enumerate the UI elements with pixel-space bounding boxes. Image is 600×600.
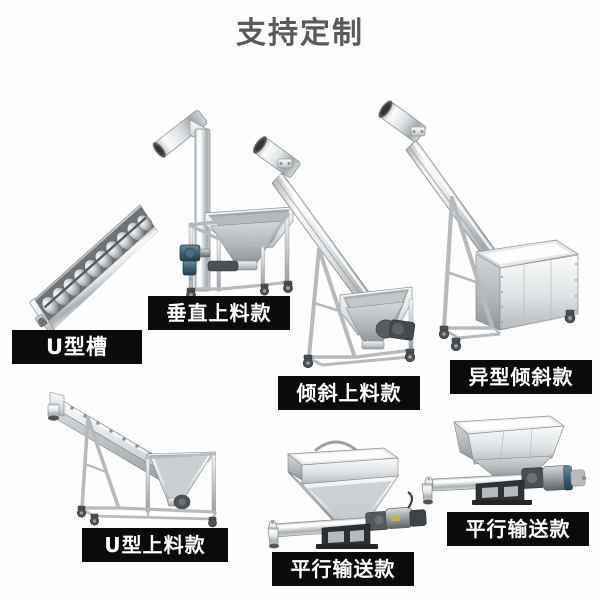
- product-image-inclined-feeder: [252, 135, 422, 375]
- product-label-inclined-feeder: 倾斜上料款: [278, 376, 420, 410]
- product-label-text: 垂直上料款: [166, 301, 272, 325]
- product-image-special-inclined: [378, 100, 588, 357]
- product-image-parallel-conveyor-box: [412, 404, 597, 516]
- product-label-text: 平行输送款: [290, 557, 396, 581]
- product-label-text: 异型倾斜款: [468, 365, 574, 389]
- product-label-parallel-conveyor-funnel: 平行输送款: [272, 552, 414, 586]
- product-label-text: 平行输送款: [465, 517, 571, 541]
- product-label-vertical-feeder: 垂直上料款: [148, 296, 290, 330]
- product-image-parallel-conveyor-funnel: [258, 428, 433, 553]
- product-label-u-inclined-feeder: U型上料款: [82, 528, 228, 562]
- page-title: 支持定制: [236, 16, 364, 51]
- product-label-text: U型上料款: [104, 533, 206, 557]
- product-label-u-trough: U型槽: [12, 330, 142, 364]
- product-image-vertical-feeder: [145, 95, 295, 300]
- product-image-u-trough: [18, 204, 188, 332]
- product-label-text: 倾斜上料款: [296, 381, 402, 405]
- product-label-parallel-conveyor-box: 平行输送款: [447, 512, 589, 546]
- product-image-u-inclined-feeder: [30, 382, 245, 528]
- product-label-special-inclined: 异型倾斜款: [450, 360, 592, 394]
- product-label-text: U型槽: [45, 334, 109, 359]
